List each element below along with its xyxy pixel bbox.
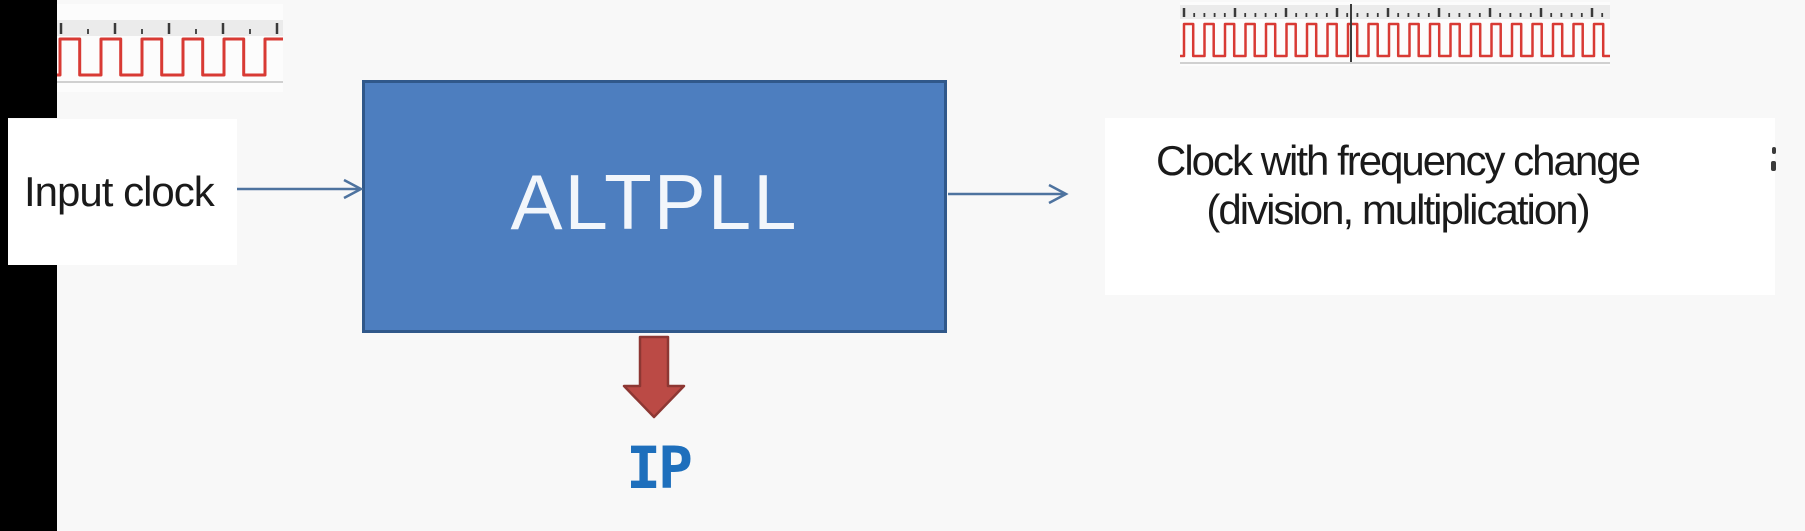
output-description: Clock with frequency change (division, m… [1105, 136, 1690, 234]
altpll-block-title: ALTPLL [510, 158, 799, 246]
clipped-text-fragment [1771, 161, 1776, 171]
input-clock-waveform [57, 4, 283, 92]
black-bar-top-left [0, 0, 57, 118]
output-description-box: Clock with frequency change (division, m… [1105, 118, 1775, 295]
clipped-text-fragment [1772, 147, 1776, 154]
output-clock-waveform [1180, 2, 1610, 66]
output-description-line2: (division, multiplication) [1206, 186, 1590, 233]
ip-label: IP [626, 434, 693, 502]
input-clock-label-box: Input clock [8, 119, 237, 265]
altpll-block: ALTPLL [362, 80, 947, 333]
black-bar-left-edge [0, 118, 8, 265]
black-bar-bottom-left [0, 265, 57, 531]
input-clock-label: Input clock [24, 168, 215, 215]
output-description-line1: Clock with frequency change [1156, 137, 1641, 184]
